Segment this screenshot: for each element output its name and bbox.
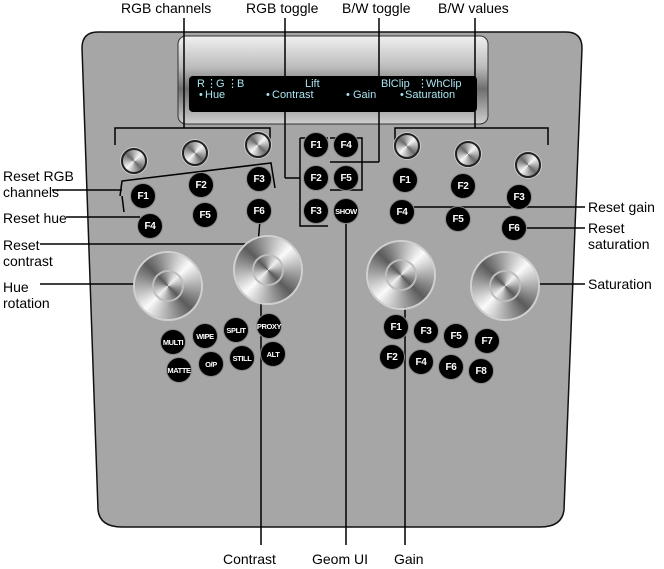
trackball-hub bbox=[154, 272, 182, 300]
callout-saturation: Saturation bbox=[588, 276, 652, 292]
show-button[interactable]: SHOW bbox=[333, 198, 359, 224]
multi-button[interactable]: MULTI bbox=[160, 329, 186, 355]
display-g: G bbox=[216, 78, 225, 90]
display-bullet: • bbox=[266, 89, 270, 101]
trackball-hub bbox=[254, 256, 282, 284]
callout-reset-gain: Reset gain bbox=[588, 199, 655, 215]
wipe-button[interactable]: WIPE bbox=[192, 323, 218, 349]
display-bullet: • bbox=[346, 89, 350, 101]
knob-bw-2[interactable] bbox=[455, 141, 481, 167]
callout-rgb-channels: RGB channels bbox=[121, 0, 212, 16]
gain-f6-button[interactable]: F6 bbox=[438, 354, 464, 380]
gain-f3-button[interactable]: F3 bbox=[413, 318, 439, 344]
lcd-display: R ⋮ G ⋮ B Lift BlClip ⋮ WhClip • Hue • C… bbox=[189, 76, 477, 112]
display-separator: ⋮ bbox=[227, 78, 238, 90]
gain-f7-button[interactable]: F7 bbox=[474, 328, 500, 354]
display-separator: ⋮ bbox=[417, 78, 428, 90]
knob-blue[interactable] bbox=[245, 132, 271, 158]
contrast-trackball[interactable] bbox=[235, 237, 301, 303]
saturation-trackball[interactable] bbox=[472, 253, 538, 319]
gain-trackball[interactable] bbox=[368, 242, 434, 308]
right-f3-button[interactable]: F3 bbox=[506, 184, 532, 210]
gain-f2-button[interactable]: F2 bbox=[379, 344, 405, 370]
gain-f5-button[interactable]: F5 bbox=[443, 323, 469, 349]
left-f6-button[interactable]: F6 bbox=[246, 198, 272, 224]
split-button[interactable]: SPLIT bbox=[223, 317, 249, 343]
center-f5-button[interactable]: F5 bbox=[333, 165, 359, 191]
display-separator: ⋮ bbox=[206, 78, 217, 90]
left-f1-button[interactable]: F1 bbox=[130, 183, 156, 209]
gain-f1-button[interactable]: F1 bbox=[383, 314, 409, 340]
right-f4-button[interactable]: F4 bbox=[389, 199, 415, 225]
trackball-hub bbox=[491, 272, 519, 300]
matte-button[interactable]: MATTE bbox=[166, 357, 192, 383]
callout-gain: Gain bbox=[394, 551, 424, 567]
display-r: R bbox=[197, 78, 205, 90]
callout-bw-values: B/W values bbox=[438, 0, 509, 16]
knob-red[interactable] bbox=[121, 148, 147, 174]
center-f2-button[interactable]: F2 bbox=[303, 165, 329, 191]
right-f6-button[interactable]: F6 bbox=[501, 215, 527, 241]
callout-reset-saturation: Reset saturation bbox=[588, 220, 650, 252]
left-f2-button[interactable]: F2 bbox=[188, 172, 214, 198]
callout-rgb-toggle: RGB toggle bbox=[246, 0, 319, 16]
left-f3-button[interactable]: F3 bbox=[246, 166, 272, 192]
callout-contrast: Contrast bbox=[223, 551, 276, 567]
display-lift: Lift bbox=[305, 78, 320, 90]
display-gain: Gain bbox=[353, 89, 377, 101]
trackball-hub bbox=[387, 261, 415, 289]
callout-bw-toggle: B/W toggle bbox=[342, 0, 411, 16]
right-f5-button[interactable]: F5 bbox=[445, 206, 471, 232]
proxy-button[interactable]: PROXY bbox=[256, 313, 282, 339]
center-f3-button[interactable]: F3 bbox=[303, 198, 329, 224]
display-contrast: Contrast bbox=[272, 89, 314, 101]
left-f5-button[interactable]: F5 bbox=[192, 202, 218, 228]
gain-f4-button[interactable]: F4 bbox=[408, 349, 434, 375]
knob-bw-1[interactable] bbox=[394, 133, 420, 159]
display-bullet: • bbox=[199, 89, 203, 101]
still-button[interactable]: STILL bbox=[229, 345, 255, 371]
callout-hue-rotation: Hue rotation bbox=[3, 279, 50, 311]
right-f1-button[interactable]: F1 bbox=[392, 167, 418, 193]
gain-f8-button[interactable]: F8 bbox=[468, 358, 494, 384]
left-f4-button[interactable]: F4 bbox=[137, 213, 163, 239]
center-f1-button[interactable]: F1 bbox=[303, 132, 329, 158]
op-button[interactable]: O/P bbox=[198, 351, 224, 377]
display-bullet: • bbox=[400, 89, 404, 101]
display-blclip: BlClip bbox=[381, 78, 410, 90]
display-b: B bbox=[237, 78, 245, 90]
alt-button[interactable]: ALT bbox=[260, 341, 286, 367]
callout-reset-hue: Reset hue bbox=[3, 210, 67, 226]
right-f2-button[interactable]: F2 bbox=[450, 173, 476, 199]
callout-reset-rgb: Reset RGB channels bbox=[3, 168, 74, 200]
display-saturation: Saturation bbox=[405, 89, 456, 101]
callout-reset-contrast: Reset contrast bbox=[3, 237, 53, 269]
knob-bw-3[interactable] bbox=[515, 152, 541, 178]
display-hue: Hue bbox=[205, 89, 226, 101]
knob-green[interactable] bbox=[182, 140, 208, 166]
callout-geom-ui: Geom UI bbox=[312, 551, 369, 567]
center-f4-button[interactable]: F4 bbox=[333, 132, 359, 158]
display-whclip: WhClip bbox=[426, 78, 462, 90]
hue-trackball[interactable] bbox=[135, 253, 201, 319]
